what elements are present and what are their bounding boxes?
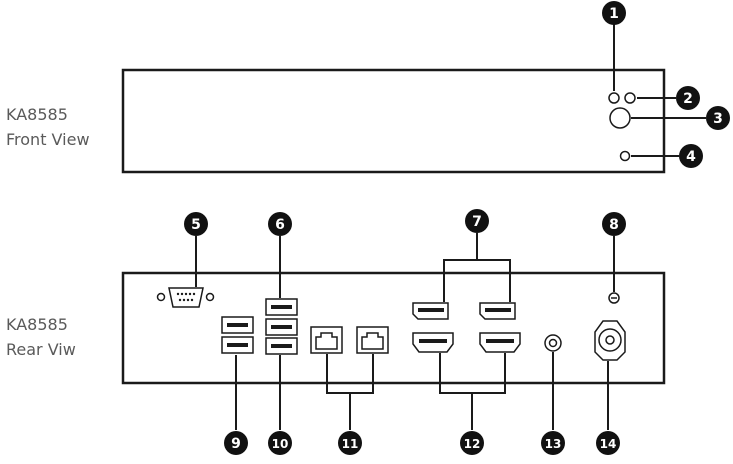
callout-11: 11 [338,431,362,455]
front-panel [121,68,666,174]
hdmi-ports [412,332,521,353]
rear-view-caption: Rear Viw [6,340,76,359]
svg-text:8: 8 [609,217,619,233]
svg-text:9: 9 [231,436,241,452]
callout-7: 7 [465,209,489,233]
front-view-caption: Front View [6,130,90,149]
svg-text:4: 4 [686,149,696,165]
front-led-right [624,92,636,104]
svg-text:7: 7 [472,214,482,230]
callout-6: 6 [268,212,292,236]
front-led-left [608,92,620,104]
callout-4: 4 [679,144,703,168]
callout-9: 9 [224,431,248,455]
callout-1: 1 [602,1,626,25]
rear-view-model-label: KA8585 [6,315,68,334]
rear-panel [121,271,666,385]
svg-text:1: 1 [609,6,619,22]
usb-ports-left [221,316,254,354]
svg-text:2: 2 [683,91,693,107]
front-view-model-label: KA8585 [6,105,68,124]
rj45-ports [310,326,389,354]
serial-port [156,287,215,308]
callout-10: 10 [268,431,292,455]
grounding-screw [608,292,620,304]
callout-2: 2 [676,86,700,110]
svg-text:13: 13 [545,437,562,451]
svg-text:3: 3 [713,111,723,127]
callout-3: 3 [706,106,730,130]
callout-14: 14 [596,431,620,455]
svg-text:10: 10 [272,437,289,451]
callout-8: 8 [602,212,626,236]
front-power-button [609,107,631,129]
svg-text:14: 14 [600,437,617,451]
callout-5: 5 [184,212,208,236]
svg-text:5: 5 [191,217,201,233]
front-small-port [619,150,631,162]
power-jack [594,320,626,361]
displayport-ports [412,302,516,320]
callout-13: 13 [541,431,565,455]
audio-jack [544,334,562,352]
svg-text:6: 6 [275,217,285,233]
usb-ports-center [265,298,298,355]
svg-text:12: 12 [464,437,481,451]
leader-7-bracket [443,259,511,302]
callout-12: 12 [460,431,484,455]
svg-text:11: 11 [342,437,359,451]
